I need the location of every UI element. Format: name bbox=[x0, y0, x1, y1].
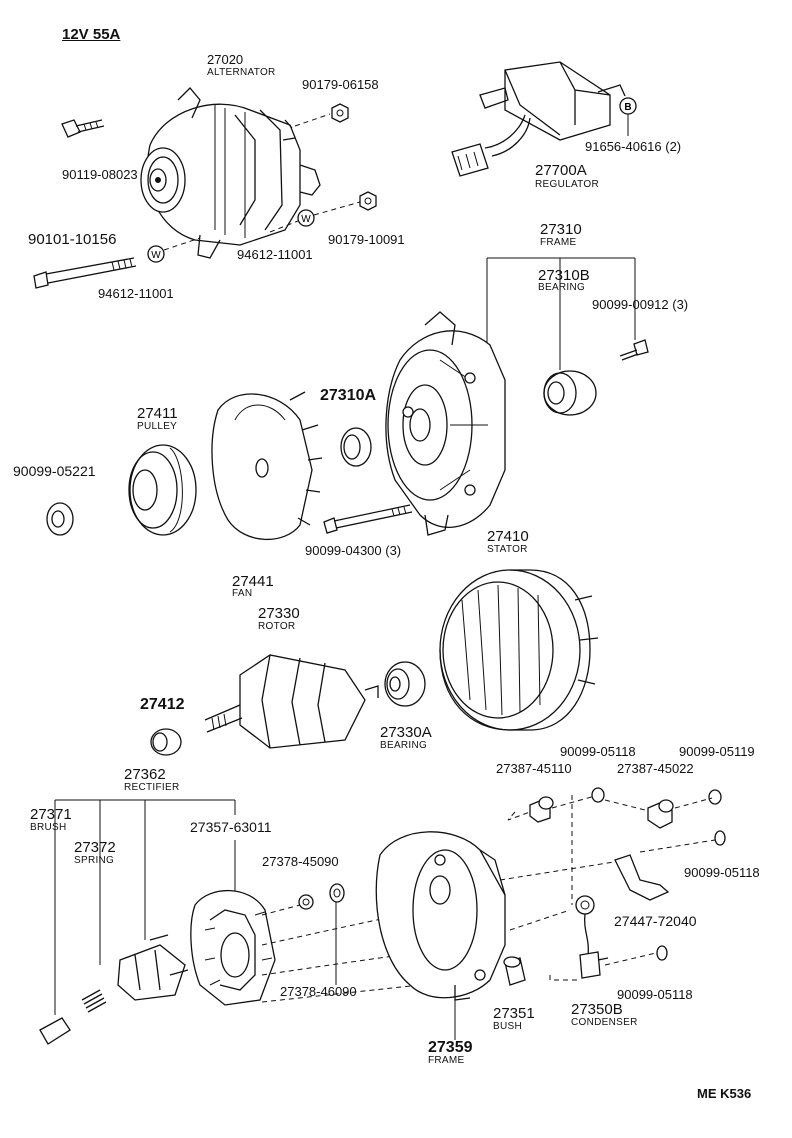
frame-27359-drawing bbox=[375, 831, 506, 1001]
part-number-nut-10091: 90179-10091 bbox=[328, 232, 405, 247]
part-number-frame-27310: 27310 bbox=[540, 221, 582, 238]
frame-27310-drawing bbox=[385, 311, 506, 536]
insulator-45090-drawing bbox=[298, 894, 314, 910]
part-number-nut-06158: 90179-06158 bbox=[302, 77, 379, 92]
screw-04300-drawing bbox=[323, 504, 413, 534]
screw-00912-drawing bbox=[619, 339, 649, 361]
part-name-alternator: ALTERNATOR bbox=[207, 67, 276, 78]
part-number-nut-05221: 90099-05221 bbox=[13, 463, 96, 479]
part-number-stator: 27410 bbox=[487, 528, 529, 545]
part-number-bearing-27330a: 27330A bbox=[380, 724, 432, 741]
part-name-bearing-27330a: BEARING bbox=[380, 740, 428, 751]
washer-05119-drawing bbox=[708, 789, 722, 805]
retainer-27310a-drawing bbox=[340, 427, 372, 467]
alternator-drawing bbox=[140, 87, 321, 259]
part-number-alternator: 27020 bbox=[207, 52, 244, 67]
part-name-spring: SPRING bbox=[74, 855, 115, 866]
insulator-45110-drawing bbox=[529, 796, 554, 823]
part-number-retainer-27310a: 27310A bbox=[320, 387, 377, 404]
washer-05118-a-drawing bbox=[591, 787, 605, 803]
washer-05118-b-drawing bbox=[714, 830, 726, 846]
nut-05221-drawing bbox=[46, 502, 74, 536]
part-number-washer-11001-a: 94612-11001 bbox=[98, 286, 174, 301]
part-number-washer-05118-a: 90099-05118 bbox=[560, 744, 636, 759]
part-number-rotor: 27330 bbox=[258, 605, 300, 622]
bush-drawing bbox=[503, 956, 526, 986]
part-number-plate-72040: 27447-72040 bbox=[614, 913, 697, 929]
collar-27412-drawing bbox=[150, 728, 182, 756]
part-number-spring: 27372 bbox=[74, 839, 116, 856]
part-number-washer-05118-b: 90099-05118 bbox=[684, 865, 760, 880]
pulley-drawing bbox=[128, 444, 197, 536]
regulator-drawing bbox=[451, 61, 626, 177]
brush-holder-drawing bbox=[117, 934, 189, 1001]
nut-06158-drawing bbox=[331, 103, 349, 123]
insulator-45022-drawing bbox=[647, 799, 674, 829]
part-number-insulator-46090: 27378-46090 bbox=[280, 984, 357, 999]
part-name-pulley: PULLEY bbox=[137, 421, 178, 432]
part-number-brush: 27371 bbox=[30, 806, 72, 823]
part-number-washer-05119: 90099-05119 bbox=[679, 744, 755, 759]
part-name-stator: STATOR bbox=[487, 544, 528, 555]
part-number-pulley: 27411 bbox=[137, 405, 178, 422]
part-number-bearing-27310b: 27310B bbox=[538, 267, 590, 284]
part-name-condenser: CONDENSER bbox=[571, 1017, 638, 1028]
part-number-screw-00912: 90099-00912 (3) bbox=[592, 297, 689, 312]
part-number-condenser: 27350B bbox=[571, 1001, 623, 1018]
part-number-bush: 27351 bbox=[493, 1005, 535, 1022]
part-number-bolt-10156: 90101-10156 bbox=[28, 231, 117, 248]
part-number-fan: 27441 bbox=[232, 573, 274, 590]
part-name-frame-27359: FRAME bbox=[428, 1055, 465, 1066]
washer-05118-c-drawing bbox=[656, 945, 668, 961]
spring-drawing bbox=[81, 989, 107, 1013]
part-number-screw-40616: 91656-40616 (2) bbox=[585, 139, 682, 154]
bolt-08023-drawing bbox=[61, 119, 105, 138]
bearing-27310b-drawing bbox=[543, 370, 597, 416]
page-title: 12V 55A bbox=[62, 26, 121, 43]
part-number-insulator-45022: 27387-45022 bbox=[617, 761, 694, 776]
part-name-bush: BUSH bbox=[493, 1021, 522, 1032]
part-number-screw-04300: 90099-04300 (3) bbox=[305, 543, 402, 558]
plate-72040-drawing bbox=[614, 854, 670, 901]
part-number-insulator-45090: 27378-45090 bbox=[262, 854, 339, 869]
stator-drawing bbox=[439, 569, 599, 731]
bearing-27330a-drawing bbox=[384, 661, 426, 707]
part-name-brush: BRUSH bbox=[30, 822, 67, 833]
diagram-code: ME K536 bbox=[697, 1086, 752, 1101]
part-number-holder-63011: 27357-63011 bbox=[190, 819, 272, 835]
part-number-regulator: 27700A bbox=[535, 162, 587, 179]
part-number-bolt-08023: 90119-08023 bbox=[62, 167, 138, 182]
fan-drawing bbox=[211, 391, 323, 541]
part-name-frame-27310: FRAME bbox=[540, 237, 577, 248]
part-number-collar-27412: 27412 bbox=[140, 696, 185, 713]
part-number-washer-05118-c: 90099-05118 bbox=[617, 987, 693, 1002]
part-number-rectifier: 27362 bbox=[124, 766, 166, 783]
part-number-insulator-45110: 27387-45110 bbox=[496, 761, 572, 776]
part-name-bearing-27310b: BEARING bbox=[538, 282, 586, 293]
part-name-regulator: REGULATOR bbox=[535, 179, 600, 190]
bolt-b-badge: B bbox=[624, 102, 631, 113]
rectifier-holder-drawing bbox=[190, 889, 276, 1006]
condenser-drawing bbox=[575, 895, 609, 979]
bolt-10156-drawing bbox=[33, 257, 137, 289]
washer-11001-b-drawing: W bbox=[297, 209, 315, 227]
washer-11001-a-drawing: W bbox=[147, 245, 165, 263]
part-number-frame-27359: 27359 bbox=[428, 1039, 473, 1056]
nut-10091-drawing bbox=[359, 191, 377, 211]
part-name-fan: FAN bbox=[232, 588, 253, 599]
part-name-rectifier: RECTIFIER bbox=[124, 782, 180, 793]
brush-drawing bbox=[39, 1017, 71, 1045]
bolt-b-drawing: B bbox=[619, 97, 637, 115]
insulator-46090-drawing bbox=[329, 883, 345, 903]
rotor-drawing bbox=[204, 654, 379, 749]
part-name-rotor: ROTOR bbox=[258, 621, 296, 632]
washer-w-badge-a: W bbox=[151, 250, 161, 261]
part-number-washer-11001-b: 94612-11001 bbox=[237, 247, 313, 262]
washer-w-badge-b: W bbox=[301, 214, 311, 225]
